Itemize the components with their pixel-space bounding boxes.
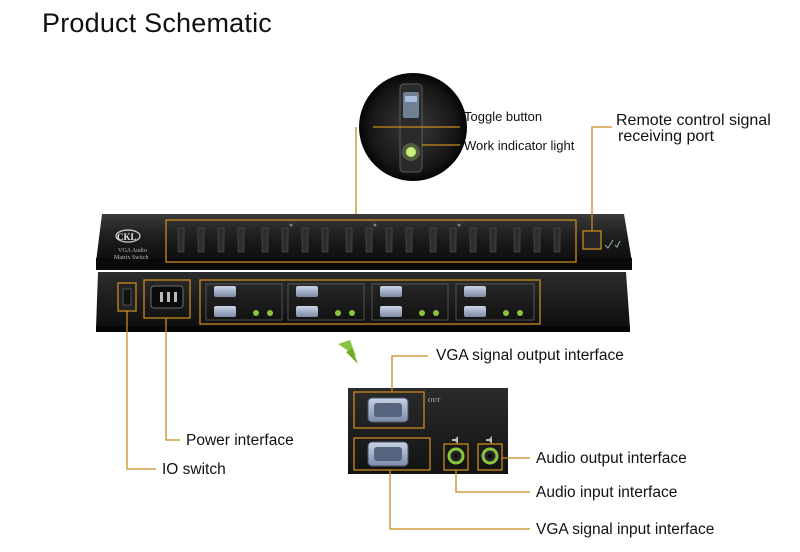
- zoomed-port-block: OUT: [348, 388, 508, 474]
- label-vga-output: VGA signal output interface: [436, 347, 624, 364]
- device-name-line1: VGA Audio: [118, 248, 147, 254]
- device-rear-panel: [96, 272, 630, 332]
- rear-port-blocks: [205, 283, 535, 321]
- label-toggle-button: Toggle button: [464, 109, 543, 124]
- device-front-panel: CKL VGA Audio Matrix Switch: [96, 214, 632, 270]
- svg-text:CKL: CKL: [117, 232, 137, 242]
- page-title: Product Schematic: [42, 8, 272, 38]
- label-work-indicator-light: Work indicator light: [464, 138, 575, 153]
- brand-logo: CKL: [115, 229, 141, 243]
- label-remote-port-line2: receiving port: [618, 128, 715, 145]
- label-io-switch: IO switch: [162, 461, 226, 478]
- out-mark: OUT: [428, 398, 441, 404]
- green-arrow-icon: [338, 340, 358, 364]
- label-audio-output: Audio output interface: [536, 450, 687, 467]
- label-remote-port-line1: Remote control signal: [616, 112, 771, 129]
- label-audio-input: Audio input interface: [536, 484, 678, 501]
- label-vga-input: VGA signal input interface: [536, 521, 715, 538]
- label-power-interface: Power interface: [186, 432, 294, 449]
- device-name-line2: Matrix Switch: [114, 255, 149, 261]
- front-toggle-buttons: [177, 223, 561, 253]
